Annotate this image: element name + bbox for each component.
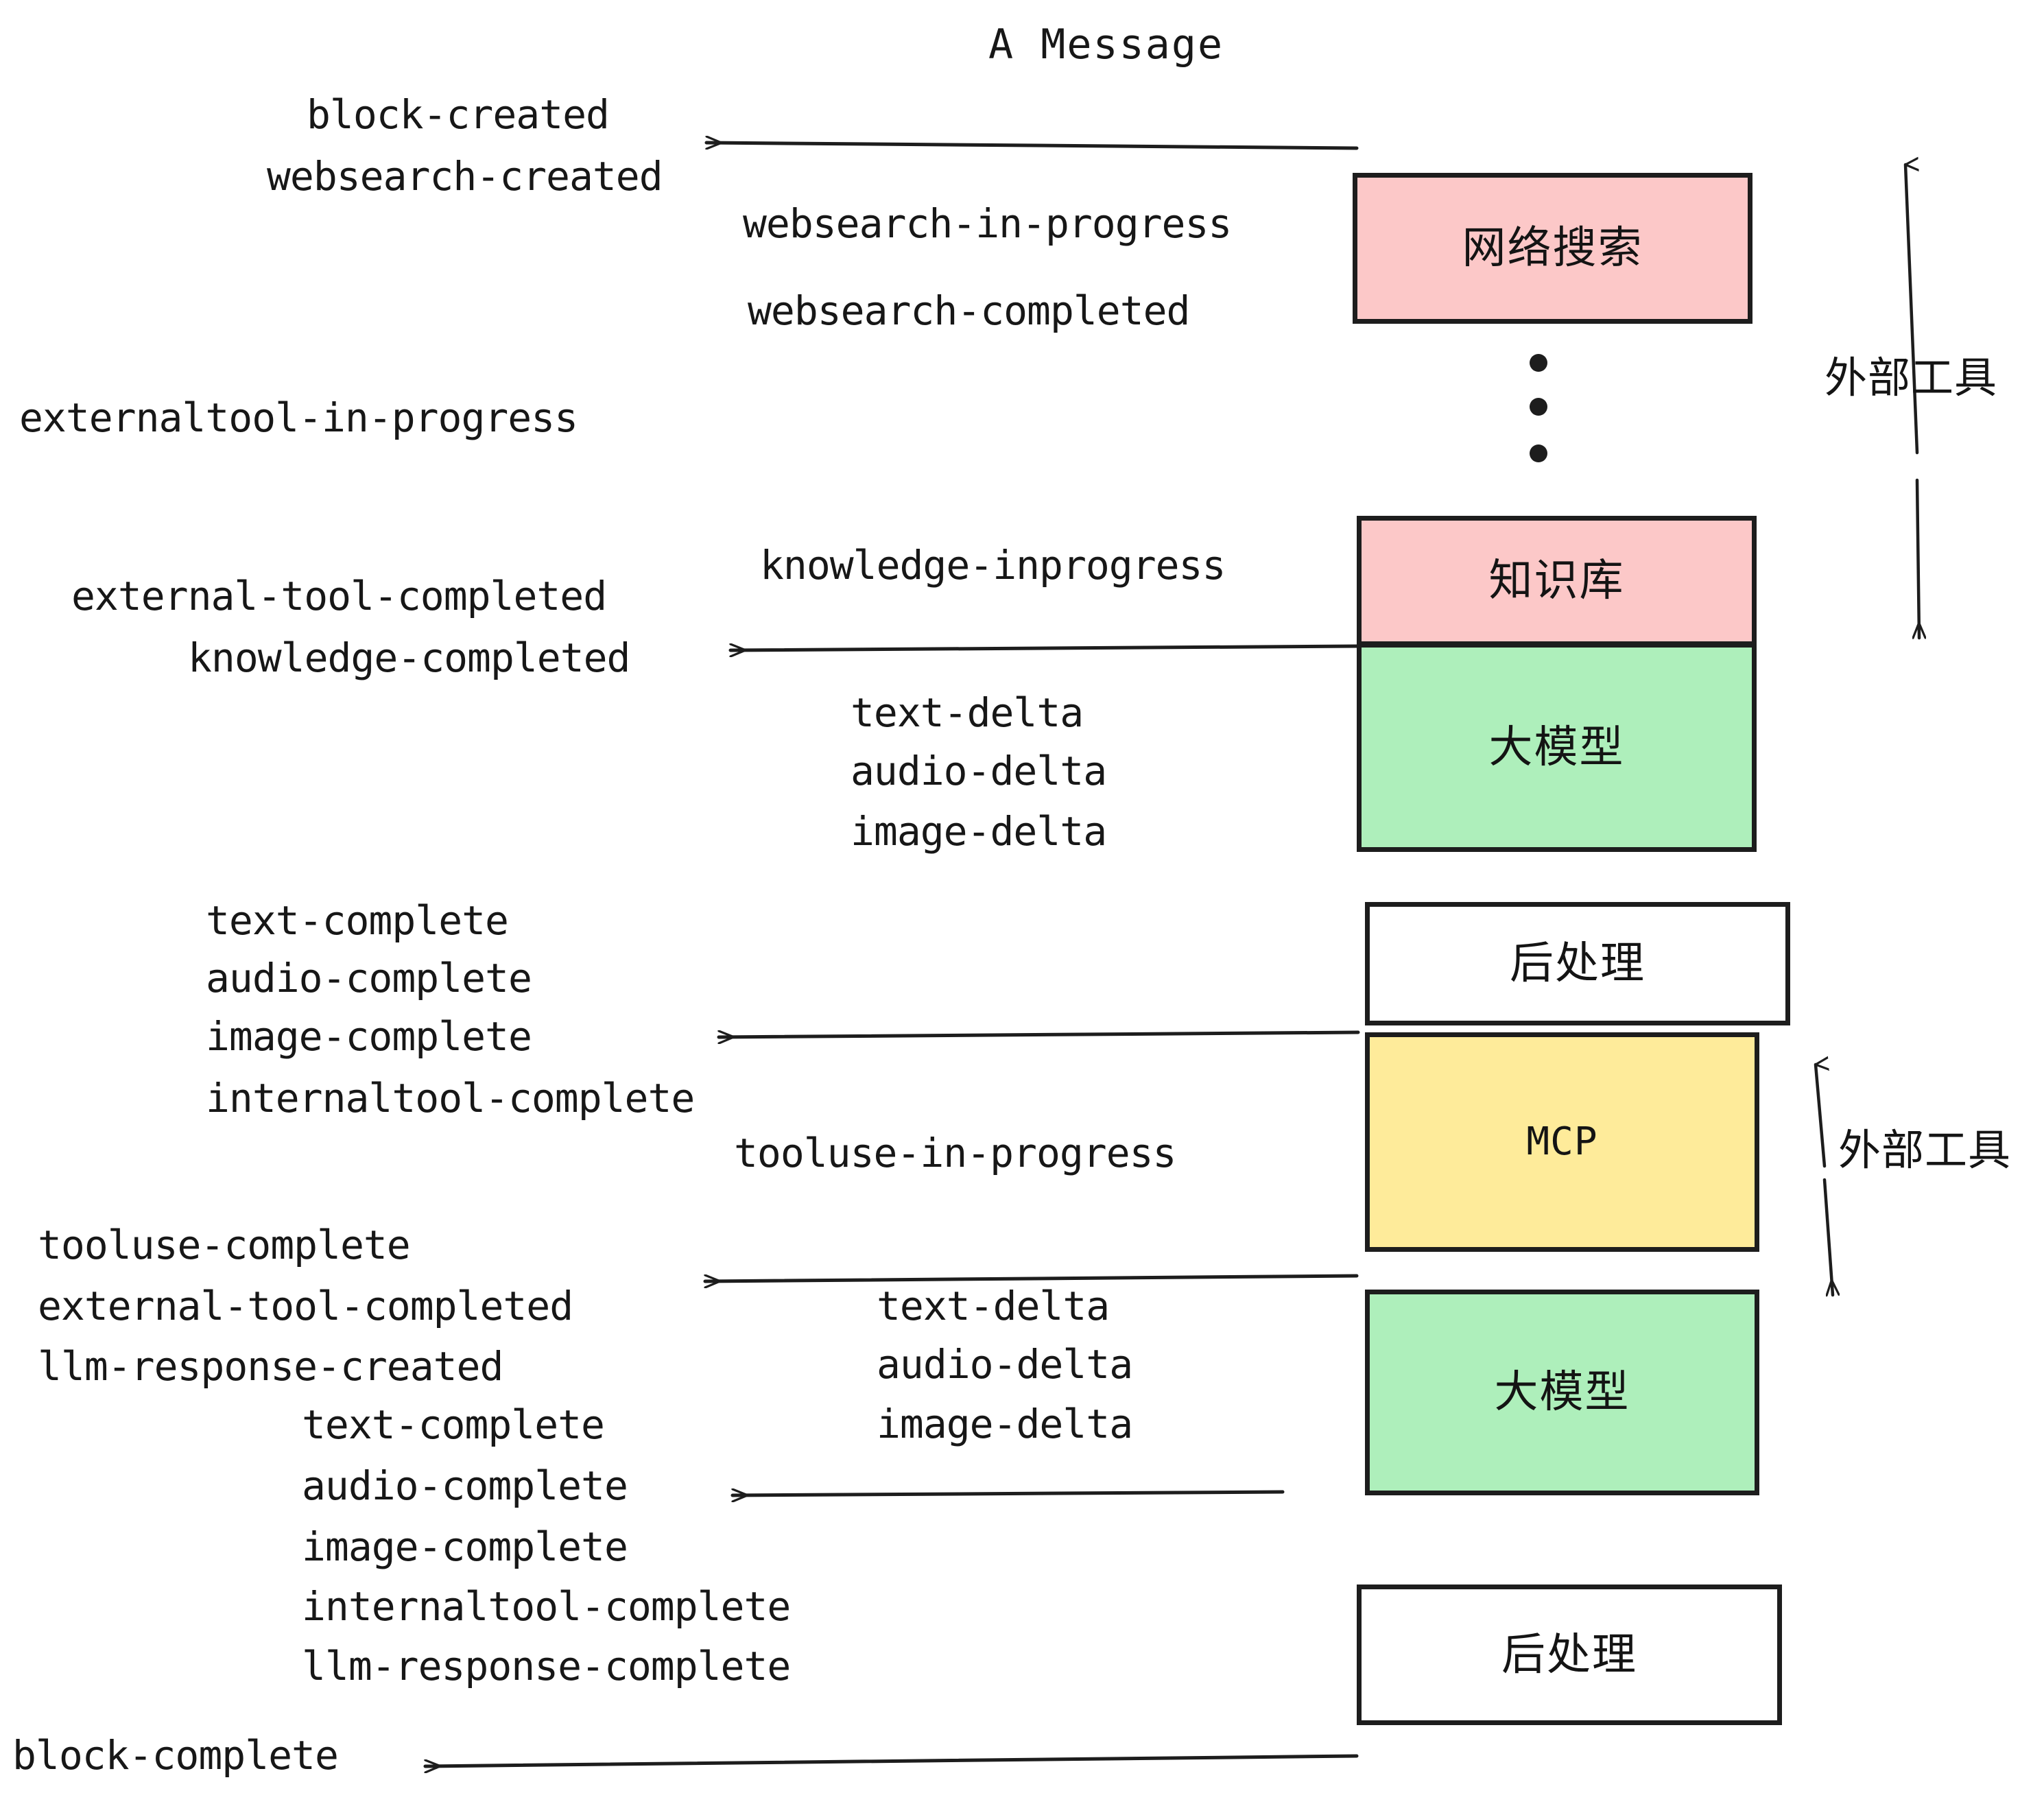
box-mcp: MCP	[1365, 1032, 1759, 1252]
arrow-block-complete	[423, 1754, 1359, 1766]
event-label-externaltool-in-progress: externaltool-in-progress	[19, 394, 578, 441]
box-label: 后处理	[1510, 938, 1645, 989]
box-websearch: 网络搜索	[1353, 173, 1752, 324]
event-label-llm-response-complete: llm-response-complete	[302, 1643, 791, 1689]
event-label-knowledge-inprogress: knowledge-inprogress	[760, 542, 1226, 589]
box-llm-2: 大模型	[1365, 1290, 1759, 1495]
event-label-text-delta-2: text-delta	[877, 1283, 1110, 1329]
arrow-tooluse-out	[703, 1274, 1359, 1281]
external-tool-arrow-up-top	[1903, 165, 1917, 455]
box-postprocess-1: 后处理	[1365, 902, 1790, 1025]
event-label-text-delta-1: text-delta	[851, 689, 1084, 736]
event-label-text-complete-2: text-complete	[302, 1401, 605, 1448]
event-label-knowledge-completed: knowledge-completed	[188, 634, 630, 681]
box-llm-1: 大模型	[1357, 643, 1757, 852]
external-tool-arrow-up-bottom	[1814, 1065, 1825, 1168]
event-label-tooluse-in-progress: tooluse-in-progress	[734, 1130, 1176, 1176]
box-label: 知识库	[1488, 556, 1625, 606]
event-label-external-tool-completed-2: external-tool-completed	[38, 1283, 573, 1329]
ellipsis-dot-1	[1530, 354, 1547, 372]
ellipsis-dot-2	[1530, 398, 1547, 416]
box-label: 后处理	[1501, 1629, 1637, 1681]
event-label-websearch-completed: websearch-completed	[748, 287, 1190, 334]
event-label-tooluse-complete: tooluse-complete	[38, 1222, 411, 1268]
page-title: A Message	[988, 21, 1224, 69]
event-label-image-complete-2: image-complete	[302, 1523, 628, 1570]
box-knowledge: 知识库	[1357, 516, 1757, 646]
external-tool-arrow-down-top	[1917, 478, 1919, 640]
arrow-knowledge-out	[728, 646, 1359, 650]
arrow-websearch-out	[704, 143, 1359, 150]
event-label-image-delta-2: image-delta	[877, 1401, 1133, 1447]
box-postprocess-2: 后处理	[1357, 1585, 1782, 1725]
event-label-block-created: block-created	[307, 91, 610, 138]
event-label-image-complete-1: image-complete	[206, 1013, 532, 1060]
arrow-llm2-out	[730, 1492, 1285, 1495]
box-label: 大模型	[1494, 1367, 1630, 1418]
event-label-audio-delta-1: audio-delta	[851, 748, 1107, 794]
event-label-internaltool-complete-1: internaltool-complete	[206, 1075, 695, 1121]
event-label-image-delta-1: image-delta	[851, 808, 1107, 855]
box-label: MCP	[1526, 1119, 1598, 1164]
ellipsis-dot-3	[1530, 444, 1547, 462]
box-label: 大模型	[1488, 722, 1625, 773]
event-label-external-tool-completed: external-tool-completed	[71, 573, 607, 619]
event-label-websearch-in-progress: websearch-in-progress	[743, 200, 1232, 247]
event-label-internaltool-complete-2: internaltool-complete	[302, 1583, 791, 1630]
event-label-text-complete-1: text-complete	[206, 897, 509, 944]
event-label-websearch-created: websearch-created	[267, 153, 663, 200]
event-label-llm-response-created: llm-response-created	[38, 1343, 503, 1390]
event-label-audio-complete-1: audio-complete	[206, 955, 532, 1001]
external-tool-arrow-down-bottom	[1822, 1178, 1833, 1297]
event-label-block-complete: block-complete	[12, 1732, 339, 1779]
box-label: 网络搜索	[1462, 223, 1643, 274]
event-label-audio-delta-2: audio-delta	[877, 1341, 1133, 1388]
arrow-mcp-out	[717, 1032, 1360, 1037]
event-label-audio-complete-2: audio-complete	[302, 1462, 628, 1509]
label-external-tools-bottom: 外部工具	[1838, 1125, 2012, 1175]
label-external-tools-top: 外部工具	[1825, 353, 1998, 403]
